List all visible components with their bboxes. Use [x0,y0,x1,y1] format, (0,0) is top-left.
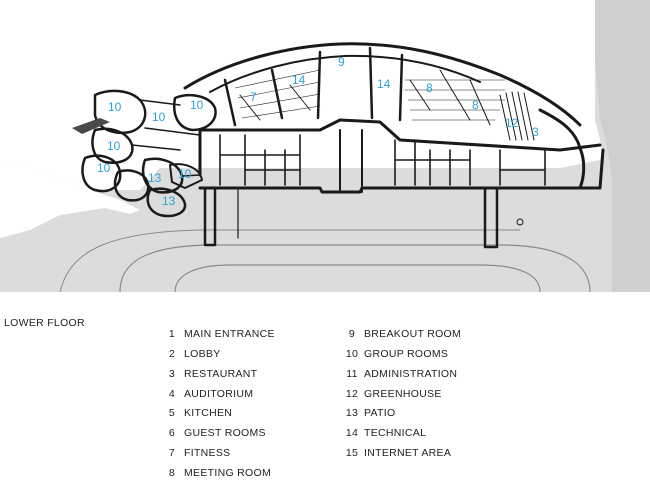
legend-number: 8 [168,466,176,479]
room-label: 10 [178,167,192,181]
legend-label: GUEST ROOMS [184,427,266,440]
legend-item: 6 GUEST ROOMS [164,424,275,444]
legend-number: 13 [345,407,359,420]
legend-label: AUDITORIUM [184,387,254,400]
legend-item: 12 GREENHOUSE [344,385,461,405]
legend-label: INTERNET AREA [364,447,452,460]
legend-label: BREAKOUT ROOM [364,328,462,340]
legend-number: 1 [168,328,176,340]
legend-item: 5 KITCHEN [164,404,275,424]
legend-label: FITNESS [184,447,231,460]
road-edge [59,229,520,293]
legend-label: KITCHEN [184,407,233,420]
room-label: 14 [292,73,306,87]
room-label: 7 [250,90,257,104]
floor-title: LOWER FLOOR [4,317,85,329]
legend-item: 14 TECHNICAL [344,424,461,444]
room-label: 10 [107,139,121,153]
room-label: 10 [152,110,166,124]
legend-number: 12 [345,387,359,400]
room-label: 9 [338,55,345,69]
quay [595,0,650,292]
legend-item: 11 ADMINISTRATION [344,365,461,385]
floor-plan: 10 10 10 10 10 13 10 13 7 14 9 14 8 8 12… [0,0,650,293]
room-label: 13 [148,171,162,185]
legend-item: 13 PATIO [344,404,461,424]
legend-item: 8 MEETING ROOM [164,464,275,484]
building-walls [72,42,605,249]
legend-number: 10 [345,347,359,360]
legend-number: 3 [168,367,176,380]
room-label: 8 [426,81,433,95]
legend-number: 9 [348,328,356,340]
legend-label: MAIN ENTRANCE [184,328,275,340]
legend-number: 15 [345,447,359,460]
legend-label: ADMINISTRATION [364,367,458,380]
room-label: 14 [377,77,391,91]
room-label: 12 [505,116,519,130]
legend-label: MEETING ROOM [184,466,272,479]
room-label: 10 [108,100,122,114]
legend-number: 4 [168,387,176,400]
legend-right: 9 BREAKOUT ROOM 10 GROUP ROOMS 11 ADMINISTR… [344,325,461,464]
room-label: 13 [162,194,176,208]
legend-number: 2 [168,347,176,360]
shoreline [0,160,140,238]
legend-item: 3 RESTAURANT [164,365,275,385]
open-area [0,0,602,190]
legend-item: 9 BREAKOUT ROOM [344,325,461,345]
legend-item: 7 FITNESS [164,444,275,464]
legend-item: 10 GROUP ROOMS [344,345,461,365]
road-inner [174,264,541,293]
room-labels: 10 10 10 10 10 13 10 13 7 14 9 14 8 8 12… [97,55,539,208]
legend-number: 11 [346,367,358,380]
legend-number: 6 [168,427,176,440]
legend-label: GREENHOUSE [364,387,442,400]
room-label: 10 [190,98,204,112]
legend-number: 7 [168,447,176,460]
room-label: 10 [97,161,111,175]
room-label: 3 [532,125,539,139]
legend-item: 15 INTERNET AREA [344,444,461,464]
legend-item: 4 AUDITORIUM [164,385,275,405]
legend-label: GROUP ROOMS [364,347,449,360]
legend-label: PATIO [364,407,396,420]
legend-number: 14 [345,427,359,440]
marker-circle [516,218,524,226]
legend-item: 2 LOBBY [164,345,275,365]
legend-label: LOBBY [184,347,221,360]
legend-number: 5 [168,407,176,420]
legend-item: 1 MAIN ENTRANCE [164,325,275,345]
room-label: 8 [472,98,479,112]
legend-label: TECHNICAL [364,427,427,440]
legend-left: 1 MAIN ENTRANCE 2 LOBBY 3 RESTAURANT 4 AUDIT… [164,325,275,484]
road-outer [119,244,591,293]
legend-label: RESTAURANT [184,367,258,380]
